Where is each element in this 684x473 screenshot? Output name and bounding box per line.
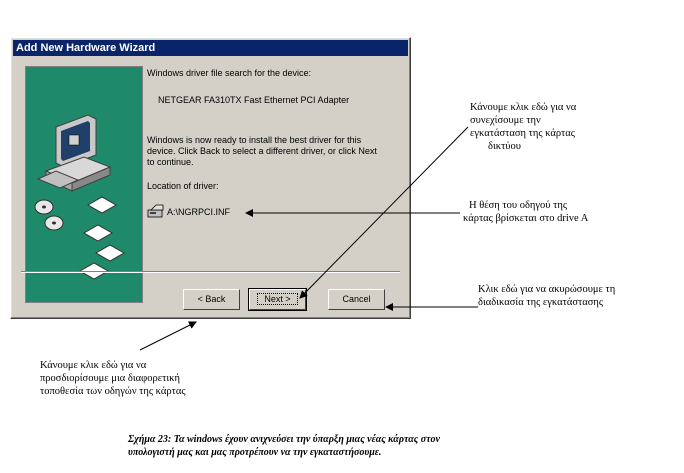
annotation-cancel-line1: Κλικ εδώ για να ακυρώσουμε τη bbox=[478, 284, 616, 295]
driver-path: A:\NGRPCI.INF bbox=[167, 207, 231, 217]
annotation-next-line2: συνεχίσουμε την bbox=[470, 115, 541, 126]
annotation-cancel: Κλικ εδώ για να ακυρώσουμε τη διαδικασία… bbox=[478, 283, 678, 309]
next-button-label: Next > bbox=[257, 293, 298, 305]
disc-icons bbox=[34, 196, 126, 280]
location-label: Location of driver: bbox=[147, 181, 219, 191]
annotation-back: Κάνουμε κλικ εδώ για να προσδιορίσουμε μ… bbox=[40, 359, 240, 398]
ready-text-line2: device. Click Back to select a different… bbox=[147, 146, 377, 156]
ready-text-line1: Windows is now ready to install the best… bbox=[147, 135, 362, 145]
annotation-driver-line2: κάρτας βρίσκεται στο drive A bbox=[463, 213, 589, 224]
annotation-next-line4: δικτύου bbox=[488, 141, 521, 152]
ready-text-line3: to continue. bbox=[147, 157, 194, 167]
annotation-driver: Η θέση του οδηγού της κάρτας βρίσκεται σ… bbox=[463, 199, 663, 225]
annotation-driver-line1: Η θέση του οδηγού της bbox=[469, 200, 567, 211]
back-button[interactable]: < Back bbox=[183, 289, 240, 310]
caption-line2: υπολογιστή μας και μας προτρέπουν να την… bbox=[128, 447, 382, 458]
button-separator bbox=[21, 271, 400, 273]
annotation-next-line3: εγκατάσταση της κάρτας bbox=[470, 128, 575, 139]
annotation-cancel-line2: διαδικασία της εγκατάστασης bbox=[478, 297, 604, 308]
add-hardware-wizard-window: Add New Hardware Wizard bbox=[10, 37, 411, 319]
caption-line1: Σχήμα 23: Τα windows έχουν ανιχνεύσει τη… bbox=[128, 434, 440, 445]
window-title: Add New Hardware Wizard bbox=[13, 40, 408, 56]
annotation-back-line1: Κάνουμε κλικ εδώ για να bbox=[40, 360, 147, 371]
computer-icon bbox=[36, 114, 112, 192]
cancel-button[interactable]: Cancel bbox=[328, 289, 385, 310]
annotation-back-line3: τοποθεσία των οδηγών της κάρτας bbox=[40, 386, 186, 397]
search-heading: Windows driver file search for the devic… bbox=[147, 68, 312, 78]
next-button[interactable]: Next > bbox=[248, 288, 307, 311]
annotation-back-line2: προσδιορίσουμε μια διαφορετική bbox=[40, 373, 180, 384]
annotation-next-line1: Κάνουμε κλικ εδώ για να bbox=[470, 102, 577, 113]
wizard-illustration bbox=[25, 66, 143, 303]
driver-location-icon bbox=[147, 204, 165, 218]
arrow-to-back bbox=[139, 321, 197, 351]
device-name: NETGEAR FA310TX Fast Ethernet PCI Adapte… bbox=[158, 95, 350, 105]
annotation-next: Κάνουμε κλικ εδώ για να συνεχίσουμε την … bbox=[470, 101, 646, 153]
figure-caption: Σχήμα 23: Τα windows έχουν ανιχνεύσει τη… bbox=[128, 433, 440, 459]
